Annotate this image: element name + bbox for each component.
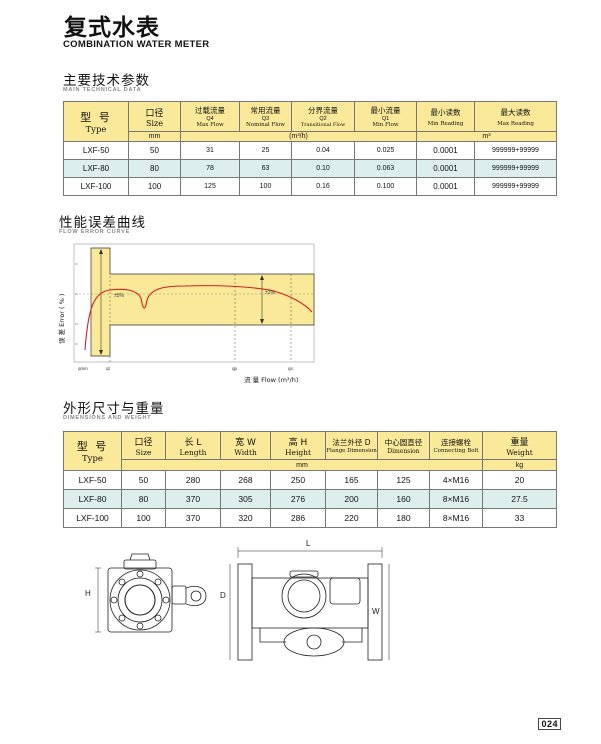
- tech-unit-flow: (m³/h): [180, 131, 417, 142]
- label-l: L: [306, 539, 311, 548]
- x-tick-qs: qs: [288, 366, 294, 371]
- dimension-drawings: H L D W: [85, 539, 390, 661]
- curve-section-title: 性能误差曲线: [59, 215, 146, 231]
- x-tick-qmin: qmin: [78, 366, 88, 371]
- side-view-drawing: [229, 547, 390, 661]
- curve-section-subtitle: FLOW ERROR CURVE: [59, 229, 131, 235]
- dims-unit-row: mm kg: [64, 459, 557, 471]
- page-subtitle: COMBINATION WATER METER: [63, 39, 210, 50]
- dims-unit-mm: mm: [121, 459, 483, 471]
- x-tick-qp: qp: [232, 366, 238, 371]
- tolerance-band: [90, 247, 315, 357]
- tech-section-subtitle: MAIN TECHNICAL DATA: [63, 87, 142, 93]
- y-axis-label: 误 差 Error ( % ): [57, 294, 66, 344]
- dims-section-title: 外形尺寸与重量: [63, 401, 165, 417]
- flow-error-curve-chart: ±5% ±2% 误 差 Error ( % ) qmin qt qp qs 流 …: [57, 243, 315, 384]
- page-title: 复式水表: [64, 15, 160, 41]
- dims-unit-kg: kg: [482, 459, 557, 471]
- tech-unit-size: mm: [128, 131, 181, 142]
- x-tick-qt: qt: [106, 366, 111, 371]
- band-label-left: ±5%: [114, 293, 125, 299]
- dims-section-subtitle: DIMENSIONS AND WEIGHT: [63, 415, 152, 421]
- label-d: D: [220, 591, 226, 600]
- tech-unit-reading: m³: [416, 131, 557, 142]
- error-curve: [84, 285, 313, 351]
- tech-section-title: 主要技术参数: [63, 73, 150, 89]
- band-label-right: ±2%: [265, 290, 276, 296]
- end-view-drawing: [95, 553, 207, 633]
- page-number: 024: [538, 718, 561, 730]
- label-w: W: [372, 607, 380, 616]
- tech-unit-row: mm (m³/h) m³: [64, 131, 557, 142]
- x-axis-label: 流 量 Flow (m³/h): [244, 375, 298, 384]
- label-h: H: [85, 589, 91, 598]
